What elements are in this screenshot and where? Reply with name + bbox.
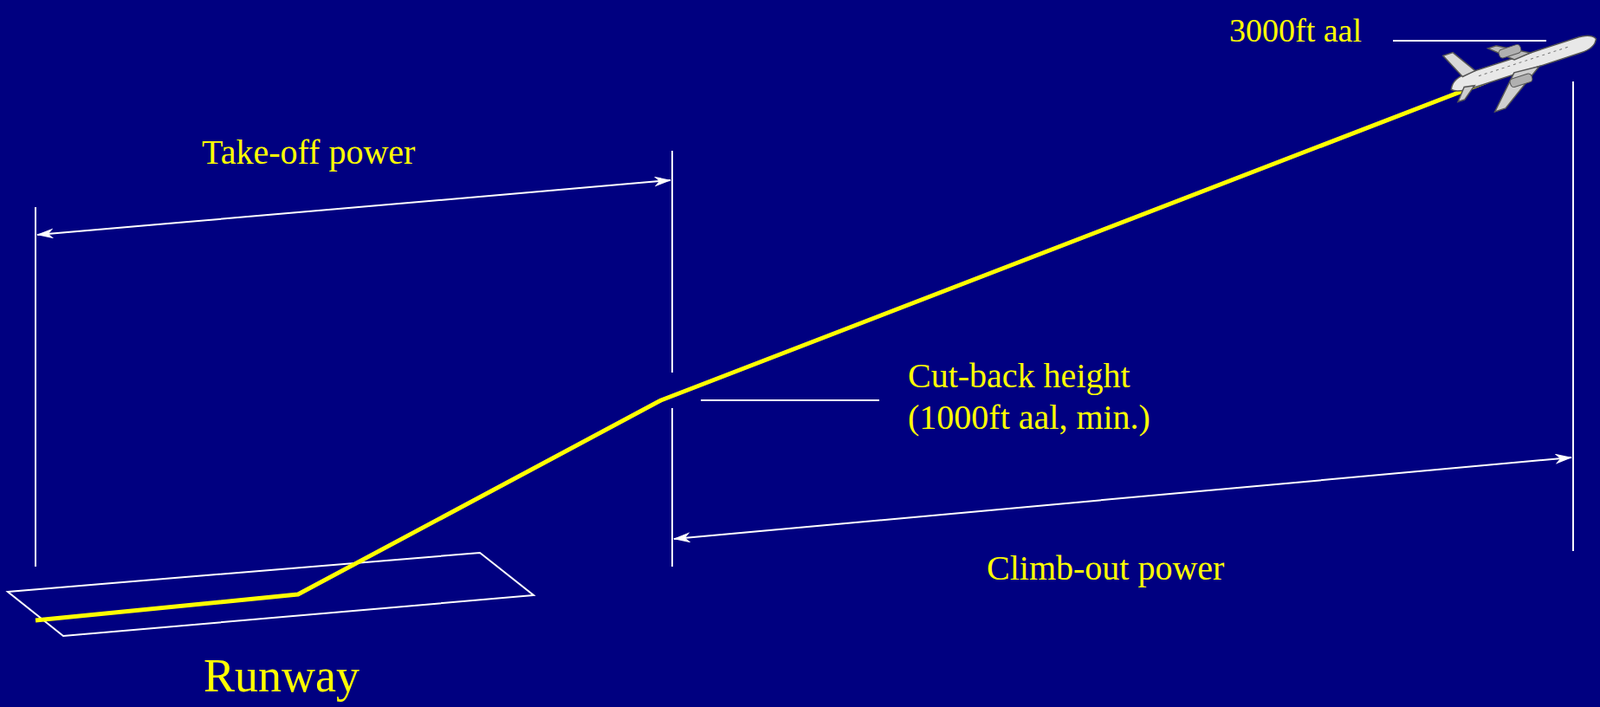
reference-line: [671, 408, 674, 567]
diagram-label: Runway: [203, 647, 360, 705]
height-marker: [700, 399, 880, 402]
reference-line: [1572, 81, 1575, 551]
dimension-arrow: [37, 180, 671, 235]
flight-path: [35, 81, 1488, 621]
runway-outline: [7, 552, 534, 636]
reference-line: [34, 207, 37, 567]
aircraft-icon: [1440, 9, 1600, 124]
reference-line: [671, 150, 674, 373]
dimension-arrow: [673, 457, 1572, 539]
diagram-label: Take-off power: [201, 131, 415, 174]
diagram-label: Climb-out power: [986, 547, 1225, 590]
height-marker: [1392, 39, 1547, 42]
diagram-label: 3000ft aal: [1229, 11, 1362, 52]
diagram-label: Cut-back height (1000ft aal, min.): [907, 355, 1203, 439]
